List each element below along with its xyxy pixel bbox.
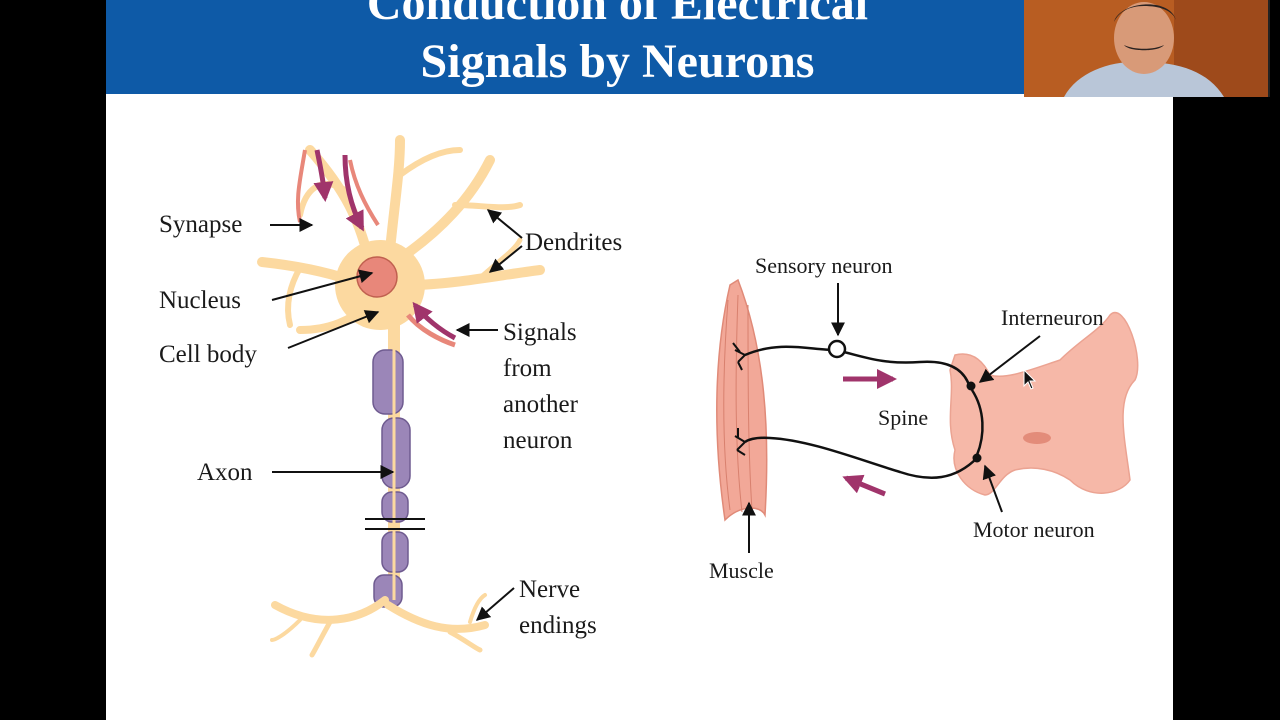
nerve-endings-shape <box>270 593 489 658</box>
label-signals-1: Signals <box>503 319 577 346</box>
label-nerve-endings-1: Nerve <box>519 576 580 603</box>
motor-pathway <box>744 436 978 479</box>
slide-title-line-2: Signals by Neurons <box>420 35 815 88</box>
label-signals-3: another <box>503 391 579 418</box>
sensory-pathway <box>744 345 972 389</box>
slide: Conduction of Electrical Signals by Neur… <box>106 0 1173 720</box>
label-cell-body: Cell body <box>159 341 257 368</box>
label-axon: Axon <box>197 459 253 486</box>
label-nerve-endings-2: endings <box>519 612 597 639</box>
slide-title-line-1: Conduction of Electrical <box>366 0 869 30</box>
label-spine: Spine <box>878 405 928 430</box>
mouse-cursor-icon <box>1023 368 1037 390</box>
label-signals-4: neuron <box>503 427 573 454</box>
presenter-webcam <box>1024 0 1270 97</box>
label-motor-neuron: Motor neuron <box>973 517 1095 542</box>
nucleus-shape <box>356 256 398 298</box>
myelin-sheath <box>372 349 411 608</box>
signal-arrow-3 <box>412 301 457 341</box>
sensory-ganglion <box>827 339 847 359</box>
reflex-arc-illustration <box>716 278 1139 522</box>
label-nucleus: Nucleus <box>159 287 241 314</box>
signal-arrow-1 <box>313 149 334 202</box>
label-sensory-neuron: Sensory neuron <box>755 253 892 278</box>
spine-shape <box>949 311 1139 496</box>
label-interneuron: Interneuron <box>1001 305 1104 330</box>
label-dendrites: Dendrites <box>525 229 622 256</box>
label-signals-2: from <box>503 355 552 382</box>
interneuron-path <box>970 389 984 456</box>
label-muscle: Muscle <box>709 558 774 583</box>
neuron-illustration <box>257 135 545 658</box>
label-synapse: Synapse <box>159 211 242 238</box>
signal-arrow-2 <box>342 154 365 232</box>
motor-direction-arrow <box>842 474 886 497</box>
title-bar: Conduction of Electrical Signals by Neur… <box>106 0 1173 94</box>
